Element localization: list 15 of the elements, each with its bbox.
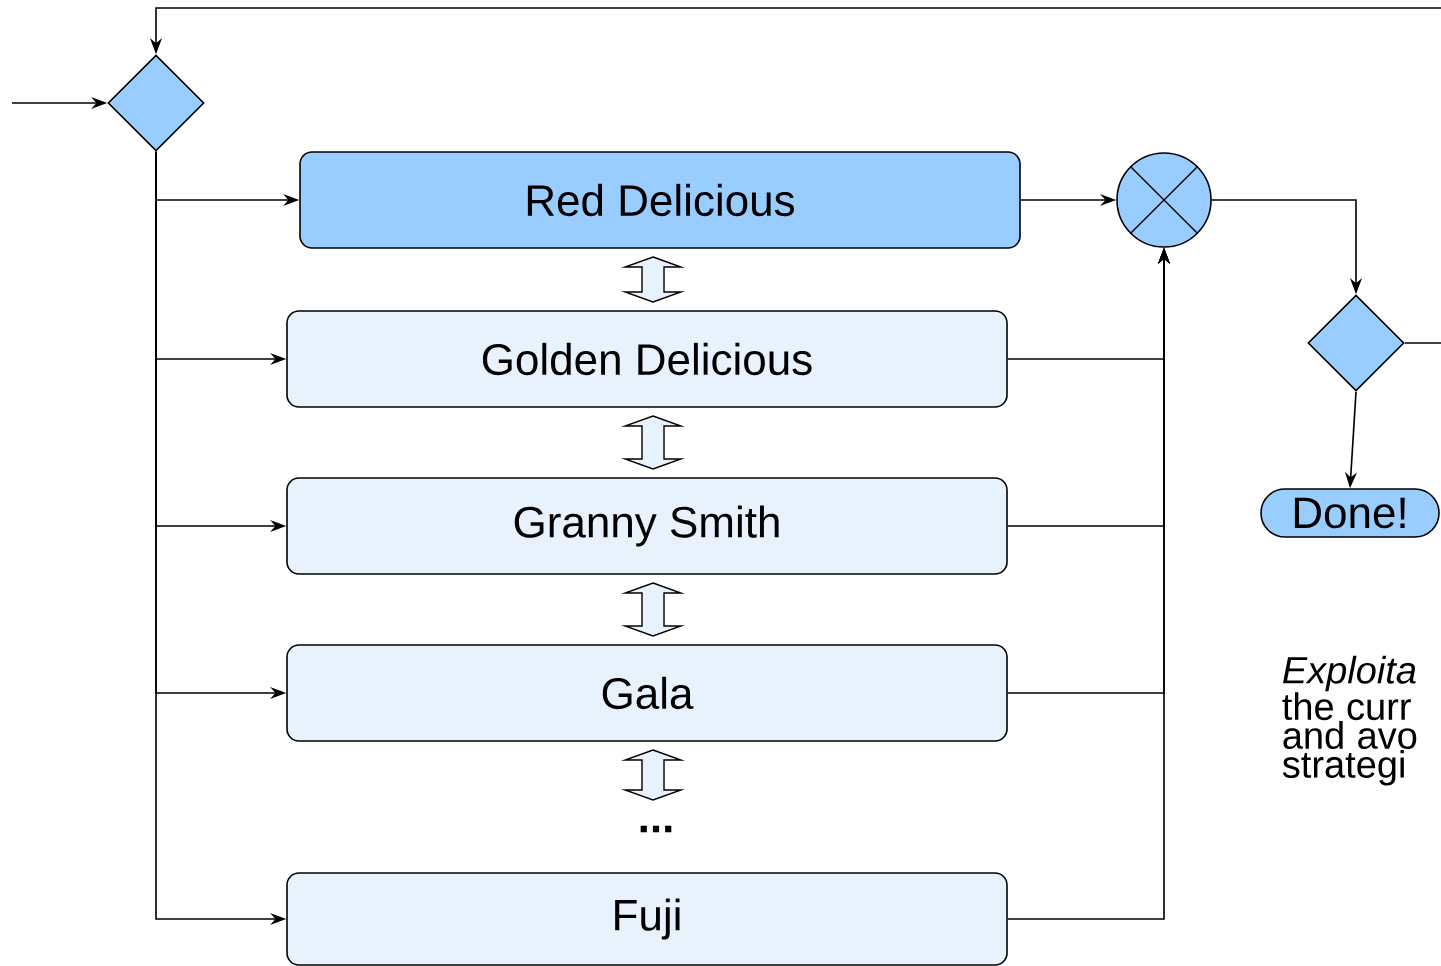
process-box: Granny Smith (286, 477, 1008, 575)
double-arrow (620, 582, 686, 637)
terminal-oval: Done! (1260, 488, 1440, 538)
double-arrow (620, 749, 686, 801)
decision-diamond (1307, 294, 1405, 392)
double-arrow (620, 256, 686, 303)
note-text: Exploita the curr and avo strategi (1282, 655, 1417, 786)
process-box: Gala (286, 644, 1008, 742)
process-box: Fuji (286, 872, 1008, 966)
process-box: Red Delicious (299, 151, 1021, 249)
double-arrow (620, 415, 686, 470)
process-box: Golden Delicious (286, 310, 1008, 408)
ellipsis: ... (640, 825, 672, 833)
merge-circle (1116, 152, 1212, 248)
decision-diamond (107, 54, 205, 152)
